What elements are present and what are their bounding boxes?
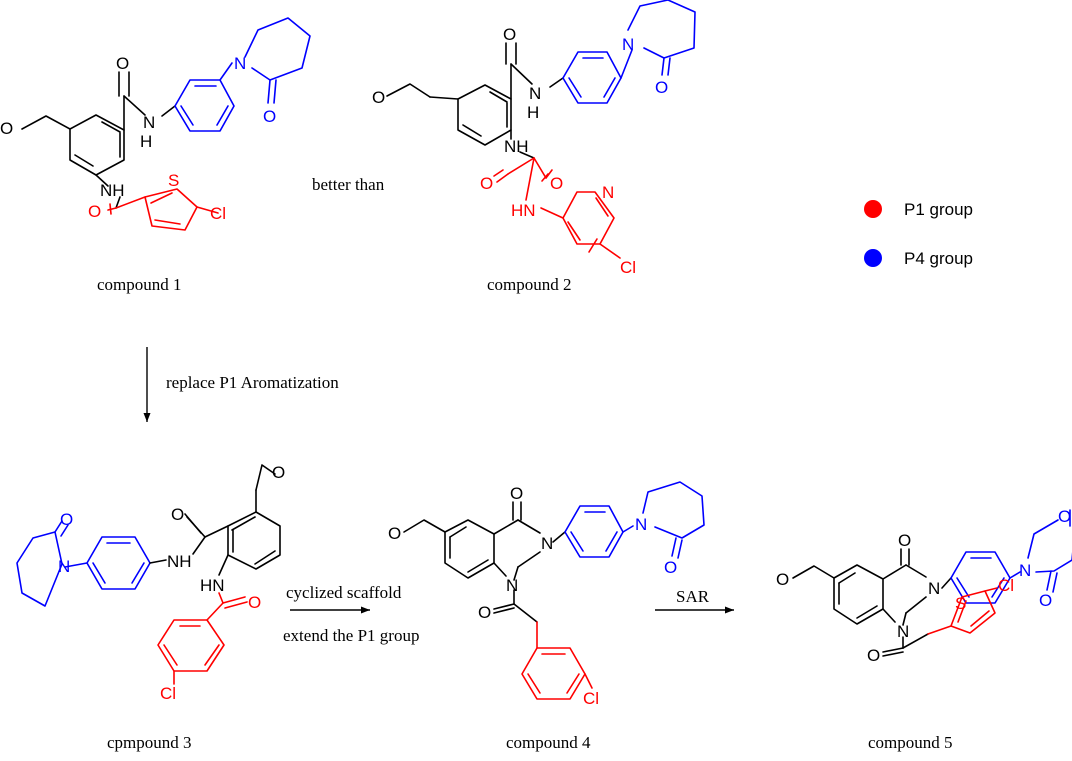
atom-nh: NH — [504, 137, 529, 156]
atom-n: N — [928, 579, 940, 598]
atom-o: O — [116, 54, 129, 73]
atom-o: O — [898, 531, 911, 550]
atom-h: H — [527, 103, 539, 122]
atom-cl: Cl — [210, 204, 226, 223]
atom-o: O — [478, 603, 491, 622]
caption-compound-4: compound 4 — [506, 733, 591, 752]
atom-o: O — [510, 484, 523, 503]
step-label-replace: replace P1 Aromatization — [166, 373, 339, 392]
comparison-label: better than — [312, 175, 385, 194]
atom-o: O — [503, 25, 516, 44]
atom-nh: NH — [100, 181, 125, 200]
atom-n: N — [234, 54, 246, 73]
atom-n: N — [635, 515, 647, 534]
atom-hn: HN — [200, 576, 225, 595]
compound-4-structure: O O N N O N O Cl — [388, 481, 705, 708]
atom-o: O — [1058, 507, 1071, 526]
atom-cl: Cl — [160, 684, 176, 703]
atom-o: O — [776, 570, 789, 589]
compound-3-structure: O N NH O O HN O Cl — [16, 463, 285, 703]
atom-cl: Cl — [583, 689, 599, 708]
legend-label-p1: P1 group — [904, 200, 973, 219]
atom-o: O — [388, 524, 401, 543]
atom-o: O — [0, 119, 13, 138]
atom-o: O — [664, 558, 677, 577]
atom-o: O — [263, 107, 276, 126]
atom-o: O — [171, 505, 184, 524]
step-label-cyclized: cyclized scaffold — [286, 583, 402, 602]
legend-label-p4: P4 group — [904, 249, 973, 268]
compound-5-structure: O O N N O N O O S Cl — [776, 507, 1072, 665]
atom-o: O — [372, 88, 385, 107]
atom-n: N — [143, 113, 155, 132]
atom-nh: NH — [167, 552, 192, 571]
atom-n: N — [541, 534, 553, 553]
atom-hn: HN — [511, 201, 536, 220]
caption-compound-3: cpmpound 3 — [107, 733, 192, 752]
legend: P1 group P4 group — [864, 200, 973, 268]
atom-o: O — [248, 593, 261, 612]
atom-n: N — [529, 84, 541, 103]
atom-n: N — [506, 576, 518, 595]
atom-o: O — [60, 510, 73, 529]
compound-2-structure: O O N H NH N O O O HN N Cl — [372, 0, 696, 277]
atom-o: O — [550, 174, 563, 193]
step-label-extend: extend the P1 group — [283, 626, 419, 645]
step-label-sar: SAR — [676, 587, 710, 606]
atom-o: O — [272, 463, 285, 482]
atom-s: S — [168, 171, 179, 190]
atom-o: O — [1039, 591, 1052, 610]
atom-o: O — [655, 78, 668, 97]
caption-compound-5: compound 5 — [868, 733, 953, 752]
atom-o: O — [867, 646, 880, 665]
atom-o: O — [480, 174, 493, 193]
atom-n: N — [622, 35, 634, 54]
atom-s: S — [955, 594, 966, 613]
atom-cl: Cl — [620, 258, 636, 277]
legend-swatch-p1 — [864, 200, 882, 218]
compound-1-structure: O O N H NH N O O S Cl — [0, 17, 311, 231]
atom-n: N — [1019, 561, 1031, 580]
caption-compound-1: compound 1 — [97, 275, 182, 294]
atom-n: N — [897, 622, 909, 641]
atom-n: N — [602, 183, 614, 202]
legend-swatch-p4 — [864, 249, 882, 267]
atom-h: H — [140, 132, 152, 151]
atom-n: N — [58, 557, 70, 576]
atom-cl: Cl — [998, 576, 1014, 595]
caption-compound-2: compound 2 — [487, 275, 572, 294]
atom-o: O — [88, 202, 101, 221]
